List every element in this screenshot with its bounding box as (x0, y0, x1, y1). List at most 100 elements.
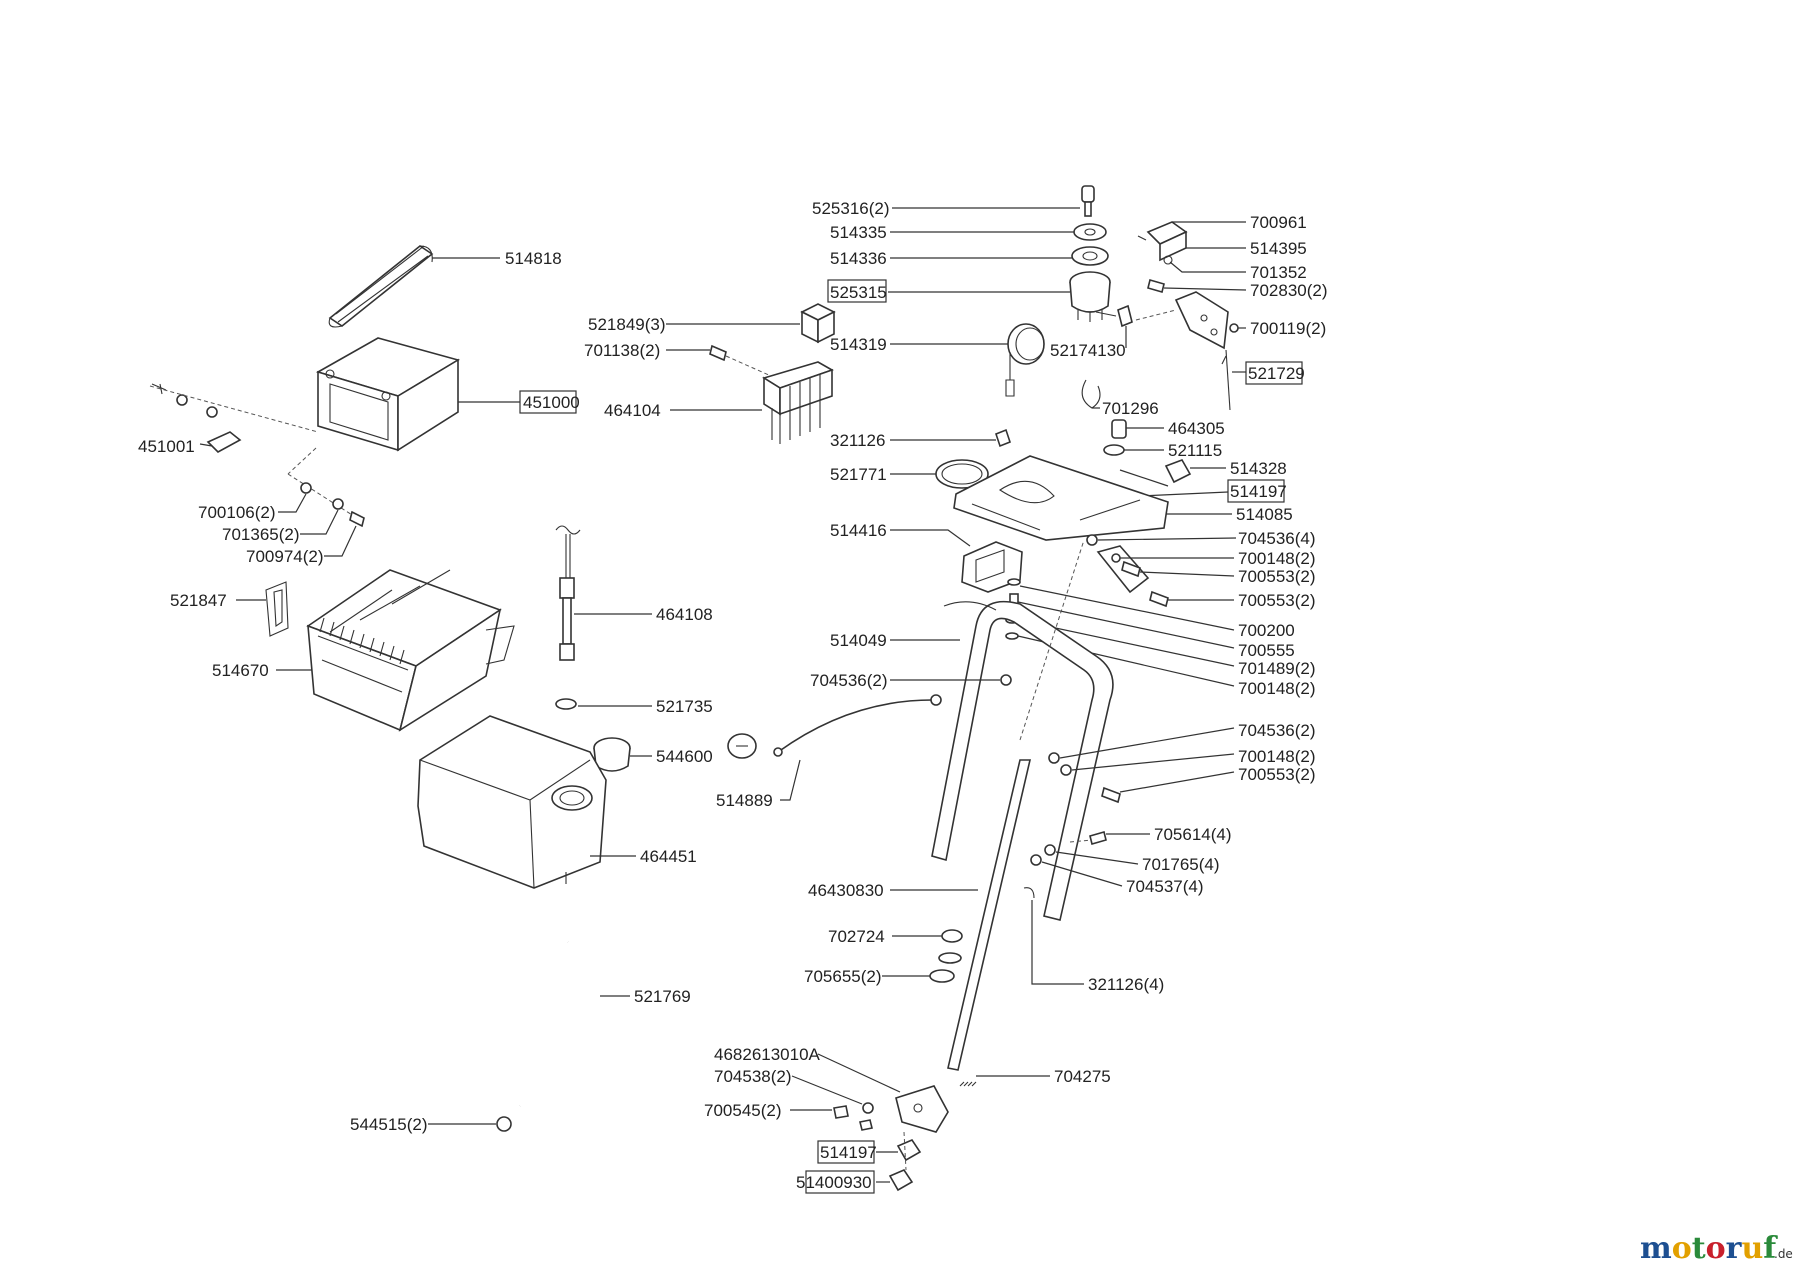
box-51400930 (805, 1170, 875, 1194)
hose-521769 (518, 939, 604, 1109)
label-702830: 702830(2) (1250, 281, 1328, 300)
nut-704536-c (1048, 752, 1060, 764)
box-451000 (519, 390, 577, 414)
logo-letter-0: m (1640, 1231, 1672, 1266)
clamp-544515 (496, 1116, 512, 1132)
box-514197a (1227, 479, 1285, 503)
label-700200: 700200 (1238, 621, 1295, 640)
label-451000: 451000 (523, 393, 580, 412)
box-521729 (1245, 361, 1303, 385)
label-701138: 701138(2) (584, 341, 660, 360)
label-700148c: 700148(2) (1238, 747, 1316, 766)
label-51400930: 51400930 (796, 1173, 872, 1192)
label-521735: 521735 (656, 697, 713, 716)
label-464104: 464104 (604, 401, 661, 420)
logo-suffix: .de (1774, 1247, 1793, 1261)
label-700553b: 700553(2) (1238, 591, 1316, 610)
bracket-4682613010A (895, 1085, 949, 1133)
label-514197b: 514197 (820, 1143, 877, 1162)
sensor-464108 (555, 525, 581, 661)
clip-521847 (265, 581, 289, 637)
label-521849: 521849(3) (588, 315, 666, 334)
logo-letter-2: t (1692, 1231, 1706, 1266)
label-514416: 514416 (830, 521, 887, 540)
battery-terminal-bolts (149, 383, 319, 433)
label-700148b: 700148(2) (1238, 679, 1316, 698)
label-700553c: 700553(2) (1238, 765, 1316, 784)
label-544600: 544600 (656, 747, 713, 766)
label-704538: 704538(2) (714, 1067, 792, 1086)
nut-704537 (1030, 854, 1042, 866)
label-521115: 521115 (1168, 441, 1222, 460)
strap-514818 (328, 245, 434, 328)
label-521847: 521847 (170, 591, 227, 610)
washer-701365 (332, 498, 344, 510)
label-321126b: 321126(4) (1088, 975, 1164, 994)
box-514197b (817, 1140, 875, 1164)
label-700553a: 700553(2) (1238, 567, 1316, 586)
label-704536b: 704536(2) (810, 671, 888, 690)
screw-701138 (709, 344, 727, 362)
label-514670: 514670 (212, 661, 269, 680)
label-514395: 514395 (1250, 239, 1307, 258)
label-52174130: 52174130 (1050, 341, 1126, 360)
label-4682613010A: 4682613010A (714, 1045, 821, 1064)
hour-meter-514319 (1005, 323, 1045, 397)
label-514889: 514889 (716, 791, 773, 810)
label-700119: 700119(2) (1250, 319, 1326, 338)
label-521771: 521771 (830, 465, 887, 484)
washer-700148-a (1111, 553, 1121, 563)
label-46430830: 46430830 (808, 881, 884, 900)
label-704536a: 704536(4) (1238, 529, 1316, 548)
ignition-switch-525315 (1069, 271, 1111, 322)
knob-514197 (896, 1139, 922, 1162)
nut-514336 (1071, 246, 1109, 266)
label-514336: 514336 (830, 249, 887, 268)
label-705614: 705614(4) (1154, 825, 1232, 844)
label-704537: 704537(4) (1126, 877, 1204, 896)
console-514085 (953, 455, 1169, 541)
label-525316: 525316(2) (812, 199, 890, 218)
label-464451: 464451 (640, 847, 697, 866)
screw-700974 (349, 510, 365, 528)
label-514049: 514049 (830, 631, 887, 650)
label-514818: 514818 (505, 249, 562, 268)
relay-521849 (800, 303, 836, 344)
pin-704275 (959, 1081, 977, 1087)
motoruf-logo: motoruf .de (1640, 1231, 1793, 1266)
logo-letter-4: r (1726, 1231, 1743, 1266)
washer-700106 (300, 482, 312, 494)
washer-701765 (1044, 844, 1056, 856)
tank-464451 (417, 715, 607, 889)
washer-702724 (941, 929, 963, 943)
label-521729: 521729 (1248, 364, 1305, 383)
washer-514335 (1073, 223, 1107, 241)
nut-704536-b (1000, 674, 1012, 686)
bolt-700545-b (859, 1119, 873, 1131)
label-525315: 525315 (830, 283, 887, 302)
label-514335: 514335 (830, 223, 887, 242)
fuse-block-464104 (762, 361, 834, 444)
plate-700119 (1174, 291, 1239, 350)
label-701365: 701365(2) (222, 525, 300, 544)
switch-group-514395 (1137, 221, 1188, 265)
washer-700148-b (1005, 632, 1019, 640)
label-321126a: 321126 (830, 431, 885, 450)
logo-letter-6: f (1763, 1231, 1778, 1266)
bracket-52174130 (1117, 304, 1133, 328)
bolt-700553-b (1149, 590, 1169, 608)
bushing-464305 (1111, 419, 1127, 439)
ring-705655-b (929, 969, 955, 983)
label-704275: 704275 (1054, 1067, 1111, 1086)
label-514328: 514328 (1230, 459, 1287, 478)
label-705655: 705655(2) (804, 967, 882, 986)
bolt-700553-c (1101, 786, 1121, 804)
tray-514670 (306, 569, 515, 732)
cap-544600 (593, 737, 631, 772)
label-700545: 700545(2) (704, 1101, 782, 1120)
terminal-451001 (206, 431, 242, 453)
bolt-700545 (833, 1105, 849, 1119)
part-514328 (1164, 459, 1192, 484)
bolt-705614 (1089, 831, 1107, 845)
